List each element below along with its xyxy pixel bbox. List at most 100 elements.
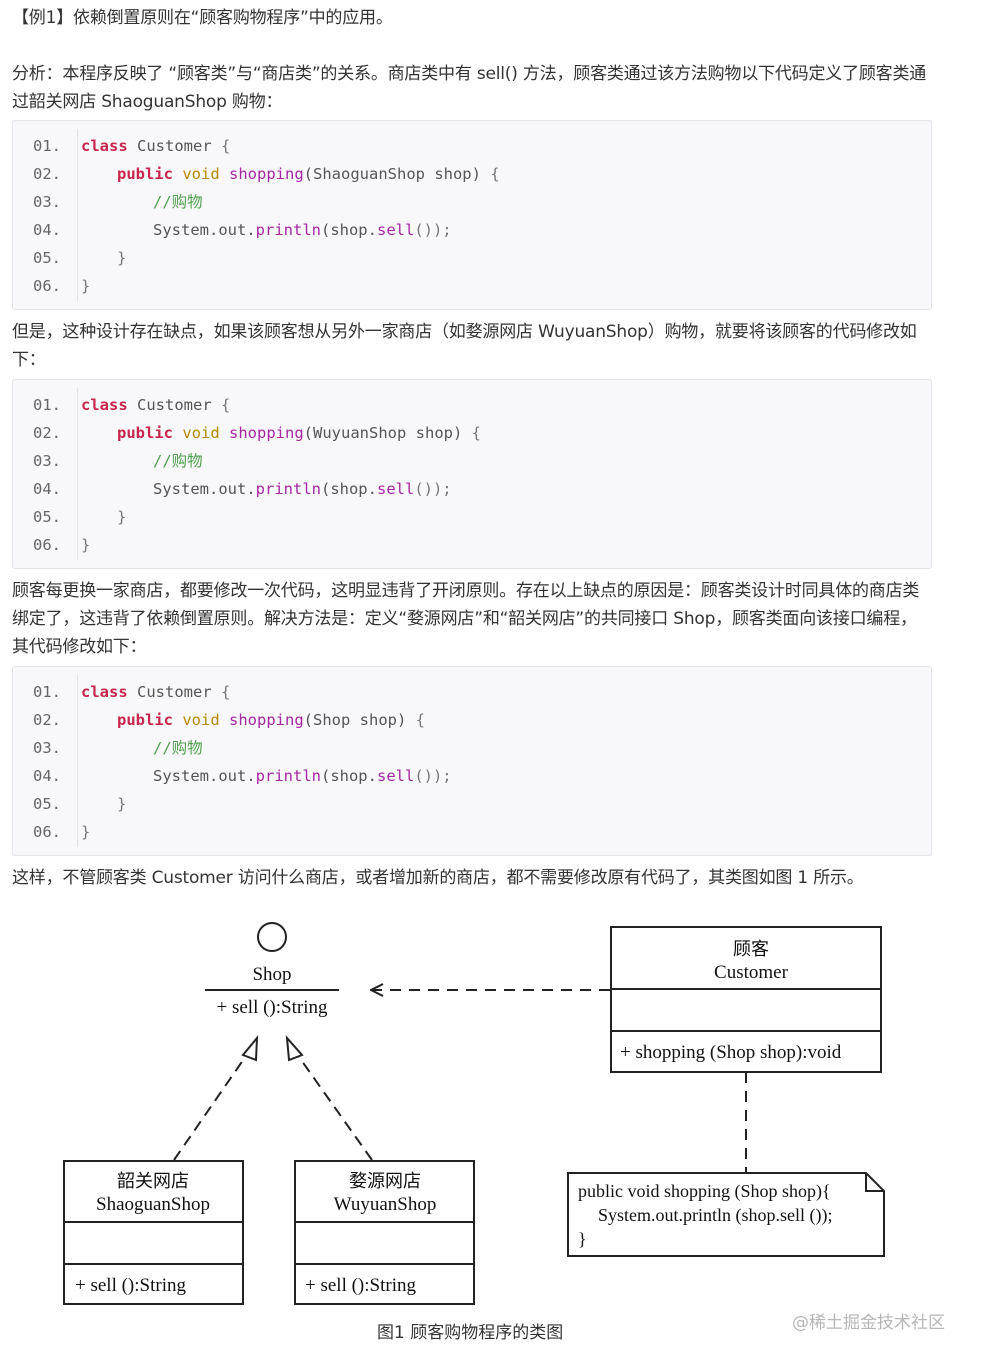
statement-end: ()); — [414, 767, 452, 785]
keyword: public — [117, 711, 173, 729]
wuyuan-box — [294, 1160, 475, 1305]
problem-paragraph: 但是，这种设计存在缺点，如果该顾客想从另外一家商店（如婺源网店 WuyuanSh… — [12, 322, 917, 370]
customer-name-en: Customer — [714, 962, 789, 983]
wuyuan-method: + sell ():String — [305, 1275, 416, 1296]
realization-arrow-wuyuan — [286, 1039, 373, 1161]
brace: { — [415, 711, 425, 729]
wuyuan-shop-class: 婺源网店 WuyuanShop + sell ():String — [294, 1160, 475, 1305]
class-diagram: Shop + sell ():String 顾客 Customer + shop… — [63, 922, 885, 1305]
keyword: class — [81, 683, 128, 701]
wuyuan-name-en: WuyuanShop — [334, 1194, 437, 1215]
brace: } — [81, 536, 91, 554]
line-number: 06. — [33, 536, 61, 554]
brace: } — [81, 823, 91, 841]
method-call: println — [255, 767, 321, 785]
line-number: 01. — [33, 137, 61, 155]
brace: { — [490, 165, 500, 183]
line-number: 01. — [33, 396, 61, 414]
statement: (shop. — [320, 767, 377, 785]
brace: { — [221, 683, 231, 701]
keyword: void — [182, 711, 220, 729]
code-block-1: 01. class Customer { 02. public void shopp… — [12, 120, 932, 310]
code-block-2: 01. class Customer { 02. public void shopp… — [12, 379, 932, 569]
method-call: sell — [376, 767, 415, 785]
realization-arrowhead-wuyuan — [285, 1035, 304, 1062]
note-line-1: public void shopping (Shop shop){ — [578, 1181, 831, 1202]
figure-caption: 图1 顾客购物程序的类图 — [377, 1323, 564, 1343]
method-name: shopping — [229, 424, 304, 442]
line-number: 01. — [33, 683, 61, 701]
class-name: Customer — [127, 683, 221, 701]
statement-end: ()); — [414, 221, 452, 239]
line-number: 05. — [33, 249, 61, 267]
line-number: 04. — [33, 221, 61, 239]
statement: System.out. — [153, 480, 256, 498]
note-shape — [567, 1172, 885, 1257]
keyword: class — [81, 396, 128, 414]
shop-interface: Shop + sell ():String — [205, 922, 339, 1018]
realization-arrow-shaoguan — [173, 1039, 258, 1161]
line-number: 05. — [33, 508, 61, 526]
keyword: void — [182, 424, 220, 442]
statement-end: ()); — [414, 480, 452, 498]
shaoguan-name-en: ShaoguanShop — [96, 1194, 210, 1215]
statement: (shop. — [320, 221, 377, 239]
keyword: void — [182, 165, 220, 183]
method-name: shopping — [229, 711, 304, 729]
statement: (shop. — [320, 480, 377, 498]
customer-method: + shopping (Shop shop):void — [620, 1042, 842, 1063]
interface-icon — [257, 922, 287, 952]
wuyuan-name-cn: 婺源网店 — [349, 1171, 421, 1191]
method-call: sell — [376, 480, 415, 498]
line-number: 04. — [33, 767, 61, 785]
realization-arrowhead-shaoguan — [241, 1035, 259, 1062]
brace: { — [221, 137, 231, 155]
keyword: class — [81, 137, 128, 155]
line-number: 03. — [33, 739, 61, 757]
line-number: 06. — [33, 823, 61, 841]
customer-box — [610, 926, 882, 1073]
parameters: (ShaoguanShop shop) — [303, 165, 491, 183]
shaoguan-name-cn: 韶关网店 — [117, 1171, 189, 1191]
method-call: sell — [376, 221, 415, 239]
reason-paragraph: 顾客每更换一家商店，都要修改一次代码，这明显违背了开闭原则。存在以上缺点的原因是… — [12, 581, 920, 657]
interface-method: + sell ():String — [217, 997, 328, 1018]
brace: } — [117, 249, 127, 267]
brace: { — [471, 424, 481, 442]
comment: //购物 — [153, 452, 203, 470]
customer-name-cn: 顾客 — [733, 939, 769, 959]
brace: } — [117, 795, 127, 813]
interface-name: Shop — [252, 964, 291, 985]
class-name: Customer — [127, 137, 221, 155]
shaoguan-shop-class: 韶关网店 ShaoguanShop + sell ():String — [63, 1160, 244, 1305]
method-call: println — [255, 480, 321, 498]
line-number: 04. — [33, 480, 61, 498]
statement: System.out. — [153, 221, 256, 239]
note-line-3: } — [578, 1229, 587, 1249]
class-name: Customer — [127, 396, 221, 414]
code-note: public void shopping (Shop shop){ System… — [567, 1172, 885, 1257]
line-number: 03. — [33, 452, 61, 470]
brace: { — [221, 396, 231, 414]
comment: //购物 — [153, 193, 203, 211]
method-name: shopping — [229, 165, 304, 183]
brace: } — [81, 277, 91, 295]
conclusion-paragraph: 这样，不管顾客类 Customer 访问什么商店，或者增加新的商店，都不需要修改… — [12, 868, 864, 888]
line-number: 05. — [33, 795, 61, 813]
shaoguan-method: + sell ():String — [75, 1275, 186, 1296]
parameters: (WuyuanShop shop) — [303, 424, 472, 442]
method-call: println — [255, 221, 321, 239]
line-number: 02. — [33, 165, 61, 183]
comment: //购物 — [153, 739, 203, 757]
line-number: 02. — [33, 424, 61, 442]
brace: } — [117, 508, 127, 526]
watermark: @稀土掘金技术社区 — [792, 1313, 945, 1333]
customer-class: 顾客 Customer + shopping (Shop shop):void — [610, 926, 882, 1073]
line-number: 06. — [33, 277, 61, 295]
line-number: 03. — [33, 193, 61, 211]
statement: System.out. — [153, 767, 256, 785]
parameters: (Shop shop) — [303, 711, 416, 729]
code-block-3: 01.class Customer { 02.public void shopp… — [12, 666, 932, 856]
keyword: public — [117, 165, 173, 183]
keyword: public — [117, 424, 173, 442]
